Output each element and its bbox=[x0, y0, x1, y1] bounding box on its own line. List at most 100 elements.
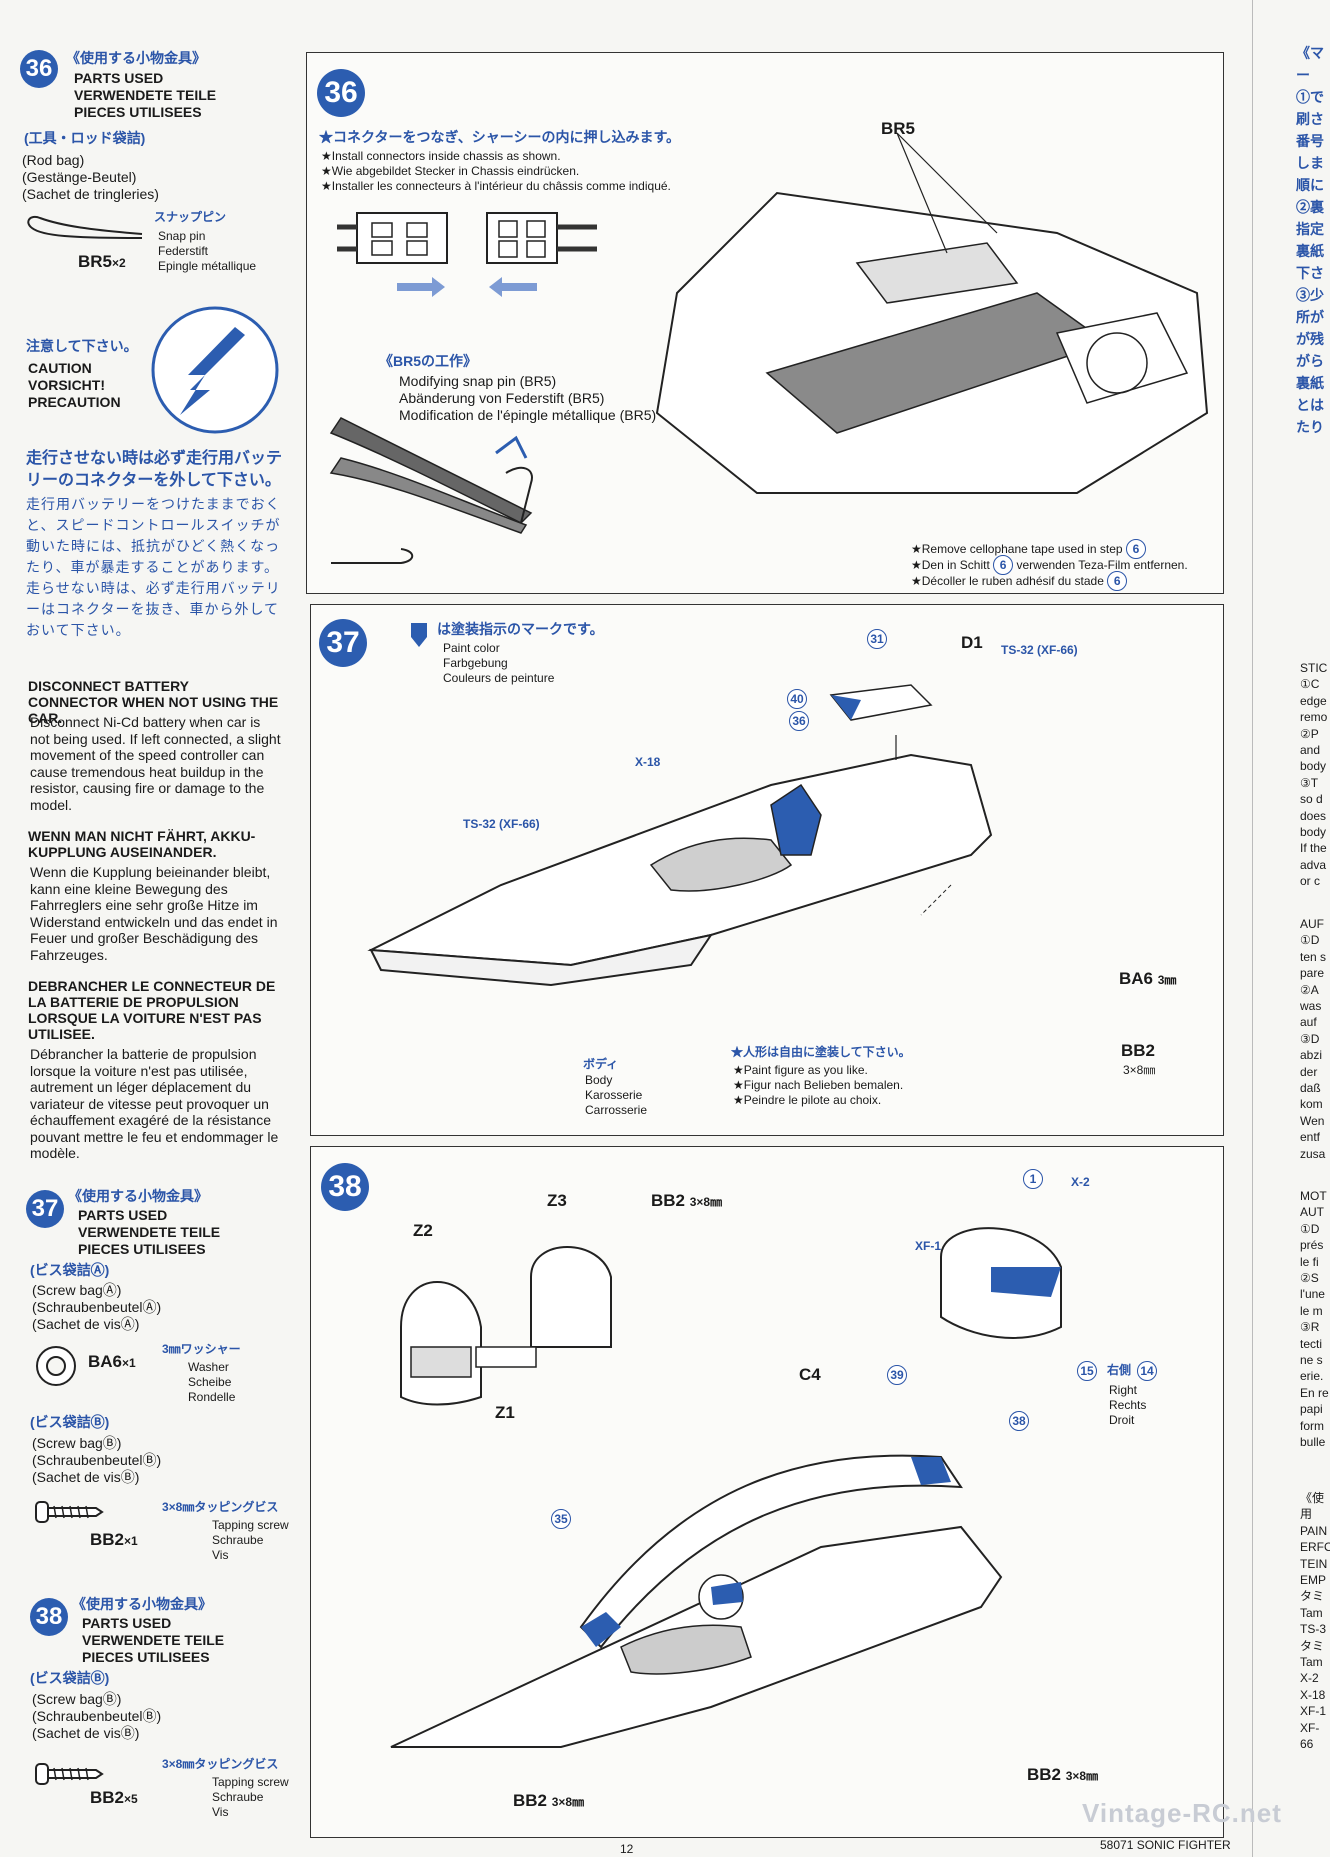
right-en: Right bbox=[1109, 1383, 1138, 1397]
bag38-jp: (ビス袋詰Ⓑ) bbox=[30, 1670, 110, 1686]
figure-note-jp: ★人形は自由に塗装して下さい。 bbox=[731, 1045, 911, 1059]
caution-fr-head: DEBRANCHER LE CONNECTEUR DE LA BATTERIE … bbox=[28, 978, 276, 1042]
rs-line: 所が bbox=[1296, 309, 1324, 325]
bb2-size-37: 3×8㎜ bbox=[1123, 1063, 1156, 1077]
callout-15: 15 bbox=[1077, 1361, 1097, 1381]
washer-jp: 3㎜ワッシャー bbox=[162, 1342, 241, 1356]
rs-mid: and bbox=[1300, 743, 1321, 758]
br5-label: BR5 bbox=[881, 119, 916, 138]
rs-bottom: タミ bbox=[1300, 1638, 1325, 1653]
p36-de: ★Wie abgebildet Stecker in Chassis eindr… bbox=[321, 164, 580, 178]
caution-fr-body: Débrancher la batterie de propulsion lor… bbox=[30, 1046, 279, 1161]
figure-note-fr: ★Peindre le pilote au choix. bbox=[733, 1093, 882, 1107]
parts-36-header: 36 bbox=[20, 50, 58, 88]
parts-38-en: PARTS USED bbox=[82, 1615, 172, 1631]
watermark: Vintage-RC.net bbox=[1082, 1798, 1282, 1828]
rs-mid: ①C bbox=[1300, 677, 1320, 692]
rs-mid3: MOT bbox=[1300, 1189, 1327, 1203]
page-fold bbox=[1252, 0, 1253, 1857]
parts-37-de: VERWENDETE TEILE bbox=[78, 1224, 221, 1240]
rs-mid3: form bbox=[1300, 1418, 1324, 1433]
rs-line: 指定 bbox=[1296, 221, 1324, 237]
rs-mid3: ②S bbox=[1300, 1271, 1319, 1286]
p36-en: ★Install connectors inside chassis as sh… bbox=[321, 149, 561, 163]
bagB-fr: (Sachet de visⒷ) bbox=[32, 1469, 140, 1485]
rs-bottom: Tam bbox=[1300, 1605, 1323, 1620]
p36-note-en: ★Remove cellophane tape used in step 6 bbox=[911, 539, 1146, 559]
footer-product-code: 58071 SONIC FIGHTER bbox=[1100, 1838, 1231, 1852]
rs-line: 裏紙 bbox=[1296, 243, 1324, 259]
rs-bottom: EMP bbox=[1300, 1573, 1327, 1588]
rs-mid3: l'une bbox=[1300, 1287, 1325, 1302]
bagB-en: (Screw bagⒷ) bbox=[32, 1435, 122, 1451]
body-fr: Carrosserie bbox=[585, 1103, 648, 1117]
right-strip-mid3: MOT AUT ①D prés le fi ②S l'une le m ③R t… bbox=[1300, 1188, 1330, 1451]
screw-38-jp: 3×8㎜タッピングビス bbox=[162, 1757, 279, 1771]
snap-pin-qty: ×2 bbox=[112, 256, 126, 270]
washer-en: Washer bbox=[188, 1360, 229, 1374]
rs-line: がら bbox=[1296, 353, 1324, 369]
rs-mid3: le m bbox=[1300, 1303, 1323, 1318]
rod-bag-jp: (工具・ロッド袋詰) bbox=[24, 130, 146, 146]
step-badge-38-large: 38 bbox=[321, 1163, 369, 1211]
ba6-code: BA6 bbox=[1119, 969, 1154, 988]
rs-bottom: XF-66 bbox=[1300, 1720, 1320, 1752]
rs-mid2: kom bbox=[1300, 1097, 1323, 1112]
right-strip-bottom: 《使用 PAIN ERFO TEIN EMP タミ Tam TS-3 タミ Ta… bbox=[1300, 1490, 1330, 1753]
parts-38-de: VERWENDETE TEILE bbox=[82, 1632, 225, 1648]
bag38-de: (SchraubenbeutelⒷ) bbox=[32, 1708, 162, 1724]
caution-en-body: Disconnect Ni-Cd battery when car is not… bbox=[30, 714, 281, 813]
right-strip-mid2: AUF ①D ten s pare ②A was auf ③D abzi der… bbox=[1300, 916, 1330, 1162]
parts-38-fr: PIECES UTILISEES bbox=[82, 1649, 210, 1665]
rs-bottom: XF-1 bbox=[1300, 1704, 1327, 1719]
right-jp: 右側 bbox=[1107, 1363, 1132, 1377]
caution-fr: PRECAUTION bbox=[28, 394, 121, 410]
snap-pin-fr: Epingle métallique bbox=[158, 259, 257, 273]
rs-mid2: Wen bbox=[1300, 1113, 1325, 1128]
caution-jp-head: 走行させない時は必ず走行用バッテリーのコネクターを外して下さい。 bbox=[26, 450, 283, 489]
rs-mid2: AUF bbox=[1300, 917, 1324, 931]
rs-mid: or c bbox=[1300, 874, 1321, 889]
paint-legend-jp: は塗装指示のマークです。 bbox=[437, 621, 604, 637]
bb2-bottom-right: BB2 3×8㎜ bbox=[1027, 1765, 1098, 1785]
step-ref-circle-fr: 6 bbox=[1107, 571, 1128, 591]
rs-line: 下さ bbox=[1296, 265, 1324, 281]
right-strip-top: 《マー ①で 刷さ 番号 しま 順に ②裏 指定 裏紙 下さ ③少 所が が残 … bbox=[1296, 42, 1330, 438]
bag38-en: (Screw bagⒷ) bbox=[32, 1691, 122, 1707]
rs-mid2: ②A bbox=[1300, 982, 1319, 997]
body-en: Body bbox=[585, 1073, 613, 1087]
washer-code: BA6×1 bbox=[88, 1352, 136, 1372]
snap-pin-en: Snap pin bbox=[158, 229, 206, 243]
callout-36: 36 bbox=[789, 711, 809, 731]
right-strip-mid: STIC ①C edge remo ②P and body ③T so d do… bbox=[1300, 660, 1330, 890]
paint-x18: X-18 bbox=[635, 755, 661, 769]
screw-37-qty: ×1 bbox=[124, 1534, 138, 1548]
bagA-jp: (ビス袋詰Ⓐ) bbox=[30, 1262, 110, 1278]
rs-mid: If the bbox=[1300, 841, 1327, 856]
callout-40: 40 bbox=[787, 689, 807, 709]
rs-line: とは bbox=[1296, 397, 1324, 413]
rs-line: ③少 bbox=[1296, 287, 1324, 303]
connector-diagram bbox=[337, 212, 597, 297]
caution-en-head: DISCONNECT BATTERY CONNECTOR WHEN NOT US… bbox=[28, 678, 279, 726]
washer-code-text: BA6 bbox=[88, 1352, 123, 1371]
rs-mid3: ③R bbox=[1300, 1320, 1320, 1335]
callout-35: 35 bbox=[551, 1509, 571, 1529]
rs-mid2: daß bbox=[1300, 1081, 1321, 1096]
parts-37-jp: 《使用する小物金具》 bbox=[68, 1188, 208, 1204]
rs-mid3: bulle bbox=[1300, 1435, 1326, 1450]
parts-38-header: 38 bbox=[30, 1598, 68, 1636]
bb2-bl-code: BB2 bbox=[513, 1791, 548, 1810]
callout-38: 38 bbox=[1009, 1411, 1029, 1431]
paint-ts32-top: TS-32 (XF-66) bbox=[1001, 643, 1078, 657]
rs-bottom: ERFO bbox=[1300, 1540, 1330, 1555]
rod-bag-de: (Gestänge-Beutel) bbox=[22, 169, 137, 185]
rs-mid2: auf bbox=[1300, 1015, 1317, 1030]
screw-37-fr: Vis bbox=[212, 1548, 229, 1562]
bb2-top-code: BB2 bbox=[651, 1191, 686, 1210]
bagA-fr: (Sachet de visⒶ) bbox=[32, 1316, 140, 1332]
p36-fr: ★Installer les connecteurs à l'intérieur… bbox=[321, 179, 671, 193]
bagA-en: (Screw bagⒶ) bbox=[32, 1282, 122, 1298]
callout-39: 39 bbox=[887, 1365, 907, 1385]
panel-step-38: 38 Z2 Z3 Z1 BB2 3×8㎜ 1 X-2 XF-1 15 右側 14… bbox=[310, 1146, 1224, 1838]
